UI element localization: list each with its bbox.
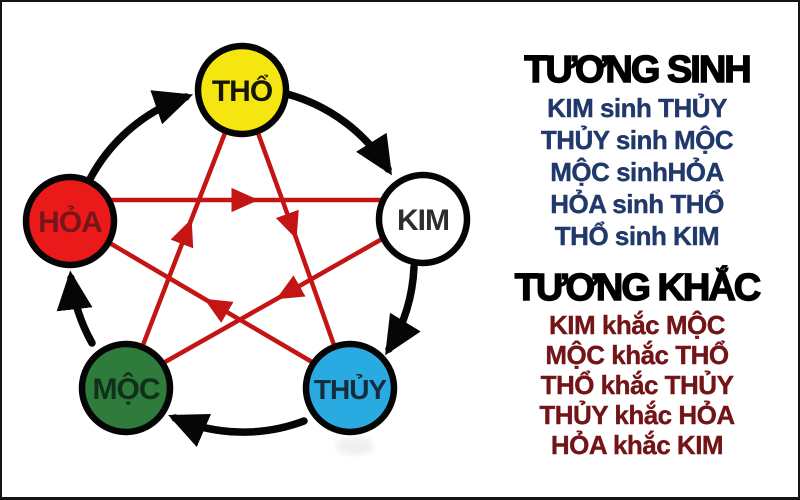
kim-label: KIM (397, 204, 449, 237)
khac-rule-5: HỎA khắc KIM (550, 430, 724, 460)
moc-circle (78, 340, 174, 436)
khac-rule-1: KIM khắc MỘC (548, 310, 726, 340)
element-node-hoa: HỎA (22, 173, 118, 269)
sinh-rule-4: HỎA sinh THỔ (550, 189, 724, 219)
arrow-moc-to-hoa (56, 270, 96, 347)
legend-panel: TƯƠNG SINH KIM sinh THỦY THỦY sinh MỘC M… (484, 2, 790, 500)
element-node-thuy: THỦY (302, 340, 398, 436)
sinh-title: TƯƠNG SINH (524, 48, 753, 91)
khac-rule-3: THỔ khắc THỦY (540, 370, 734, 400)
arrow-thuy-to-moc (168, 413, 308, 448)
tho-circle (194, 42, 290, 138)
arrow-thuy-to-hoa (204, 298, 315, 365)
element-node-moc: MỘC (78, 340, 174, 436)
sinh-cycle-arrows (56, 90, 421, 448)
khac-title: TƯƠNG KHẮC (514, 266, 762, 309)
kim-circle (375, 171, 471, 267)
khac-rule-4: THỦY khắc HỎA (539, 400, 735, 430)
moc-label: MỘC (93, 372, 160, 406)
arrow-tho-to-kim (283, 90, 392, 176)
arrow-hoa-to-tho (86, 90, 194, 183)
arrow-kim-to-moc-tail (162, 294, 283, 365)
thuy-circle (302, 340, 398, 436)
thuy-label: THỦY (314, 373, 388, 405)
sinh-rule-2: THỦY sinh MỘC (540, 125, 734, 155)
arrow-moc-to-tho-tail (187, 130, 228, 226)
khac-star-arrows (105, 130, 385, 365)
arrow-thuy-to-hoa-tail (105, 239, 211, 304)
arrow-moc-to-tho (140, 218, 194, 348)
sinh-rule-5: THỔ sinh KIM (554, 221, 720, 251)
element-node-kim: KIM (375, 171, 471, 267)
arrow-tho-to-thuy (255, 130, 299, 240)
hoa-circle (22, 173, 118, 269)
arrow-tho-to-thuy-tail (292, 232, 337, 348)
sinh-rule-1: KIM sinh THỦY (547, 93, 728, 123)
tho-label: THỔ (212, 74, 273, 108)
arrow-kim-to-moc (276, 236, 385, 300)
faint-watermark-smudge (336, 437, 374, 455)
sinh-rule-3: MỘC sinhHỎA (550, 157, 725, 187)
hoa-label: HỎA (38, 205, 102, 239)
khac-rule-2: MỘC khắc THỔ (545, 340, 729, 370)
arrow-kim-to-thuy (385, 263, 421, 356)
five-elements-diagram: THỔ KIM THỦY MỘC HỎA (22, 42, 471, 455)
element-node-tho: THỔ (194, 42, 290, 138)
